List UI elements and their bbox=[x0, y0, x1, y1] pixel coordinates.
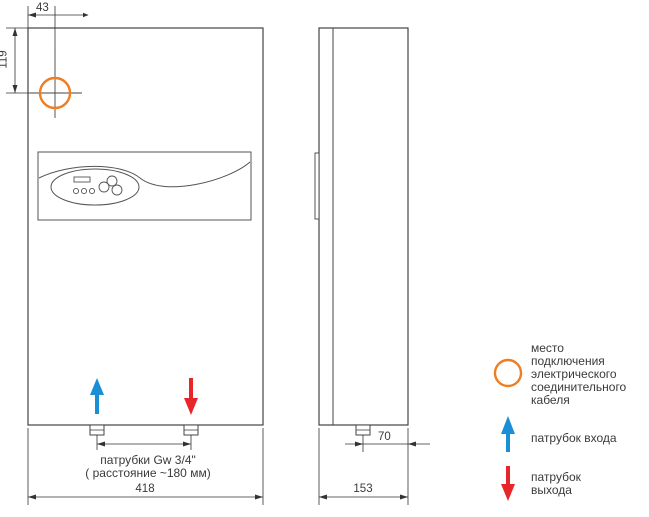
control-screen bbox=[73, 176, 91, 183]
front-dimensions bbox=[6, 6, 264, 505]
outlet-arrow bbox=[184, 378, 198, 415]
front-housing bbox=[27, 27, 264, 426]
legend-electrical-text: место подключения электрического соедини… bbox=[531, 342, 626, 407]
connections-label-line2: ( расстояние ~180 мм) bbox=[85, 466, 211, 480]
legend-electrical-symbol bbox=[493, 358, 523, 388]
side-dimensions bbox=[318, 428, 430, 505]
control-button-1 bbox=[72, 187, 80, 195]
legend-electrical-line-1: место bbox=[531, 341, 564, 355]
control-display-area bbox=[50, 168, 140, 206]
side-view bbox=[314, 27, 409, 436]
legend-outlet-text: патрубок выхода bbox=[531, 471, 581, 497]
side-control-bulge bbox=[314, 152, 320, 220]
dim-label-418: 418 bbox=[135, 483, 155, 495]
legend-inlet-arrow bbox=[501, 416, 515, 452]
legend-outlet-arrow bbox=[501, 466, 515, 501]
dim-label-43: 43 bbox=[36, 2, 49, 14]
control-button-2 bbox=[80, 187, 88, 195]
legend-outlet-line-1: патрубок bbox=[531, 470, 581, 484]
legend-electrical-line-3: электрического bbox=[531, 367, 617, 381]
control-panel-wave bbox=[38, 161, 251, 188]
legend-inlet-text: патрубок входа bbox=[531, 431, 617, 445]
side-housing bbox=[318, 27, 409, 426]
dim-label-70: 70 bbox=[378, 431, 391, 443]
control-button-3 bbox=[88, 187, 96, 195]
legend-electrical-line-5: кабеля bbox=[531, 393, 570, 407]
connections-label-line1: патрубки Gw 3/4" bbox=[100, 453, 196, 467]
dim-label-119: 119 bbox=[0, 50, 10, 69]
legend-electrical-line-2: подключения bbox=[531, 354, 605, 368]
legend-outlet-line-2: выхода bbox=[531, 483, 572, 497]
control-knob-2 bbox=[106, 175, 118, 187]
legend bbox=[493, 358, 523, 501]
dim-label-153: 153 bbox=[353, 483, 373, 495]
front-view bbox=[27, 27, 264, 436]
legend-electrical-line-4: соединительного bbox=[531, 380, 627, 394]
control-knob-3 bbox=[111, 184, 123, 196]
inlet-arrow bbox=[90, 378, 104, 414]
cable-entry-marker bbox=[38, 76, 72, 110]
control-knob-1 bbox=[98, 181, 110, 193]
